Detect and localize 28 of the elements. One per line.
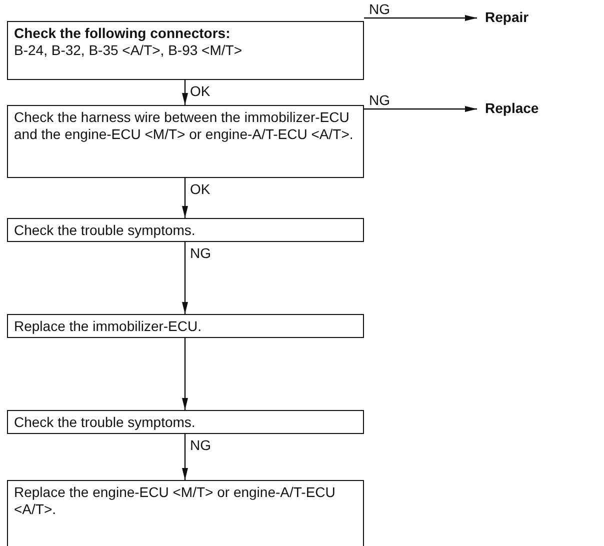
- box-text: Replace the immobilizer-ECU.: [14, 318, 203, 335]
- arrow: [182, 242, 188, 314]
- edge-label: NG: [189, 245, 212, 261]
- edge-label: OK: [189, 83, 212, 99]
- arrow: [364, 15, 477, 21]
- process-box: [7, 21, 364, 80]
- box-text: Check the harness wire between the immobilizer-ECU and the engine-ECU <M/T> or engine-A/T-ECU <A/T>.: [14, 109, 354, 143]
- arrow: [182, 338, 188, 410]
- outcome-text: Repair: [485, 9, 545, 27]
- process-box: [7, 314, 364, 338]
- edge-label: NG: [368, 1, 391, 17]
- box-text: Check the trouble symptoms.: [14, 414, 196, 431]
- arrow: [182, 178, 188, 218]
- process-box: [7, 480, 364, 546]
- edge-label: OK: [189, 181, 212, 197]
- box-text: Replace the engine-ECU <M/T> or engine-A/T-ECU <A/T>.: [14, 484, 336, 518]
- edge-label: NG: [368, 92, 391, 108]
- process-box: [7, 410, 364, 434]
- process-box: [7, 105, 364, 178]
- arrow: [364, 106, 477, 112]
- process-box: [7, 218, 364, 242]
- edge-label: NG: [189, 437, 212, 453]
- arrow: [182, 434, 188, 480]
- box-text: B-24, B-32, B-35 <A/T>, B-93 <M/T>: [14, 42, 243, 59]
- box-heading: Check the following connectors:: [14, 25, 232, 42]
- arrow: [182, 80, 188, 105]
- outcome-text: Replace: [485, 100, 555, 118]
- box-text: Check the trouble symptoms.: [14, 222, 196, 239]
